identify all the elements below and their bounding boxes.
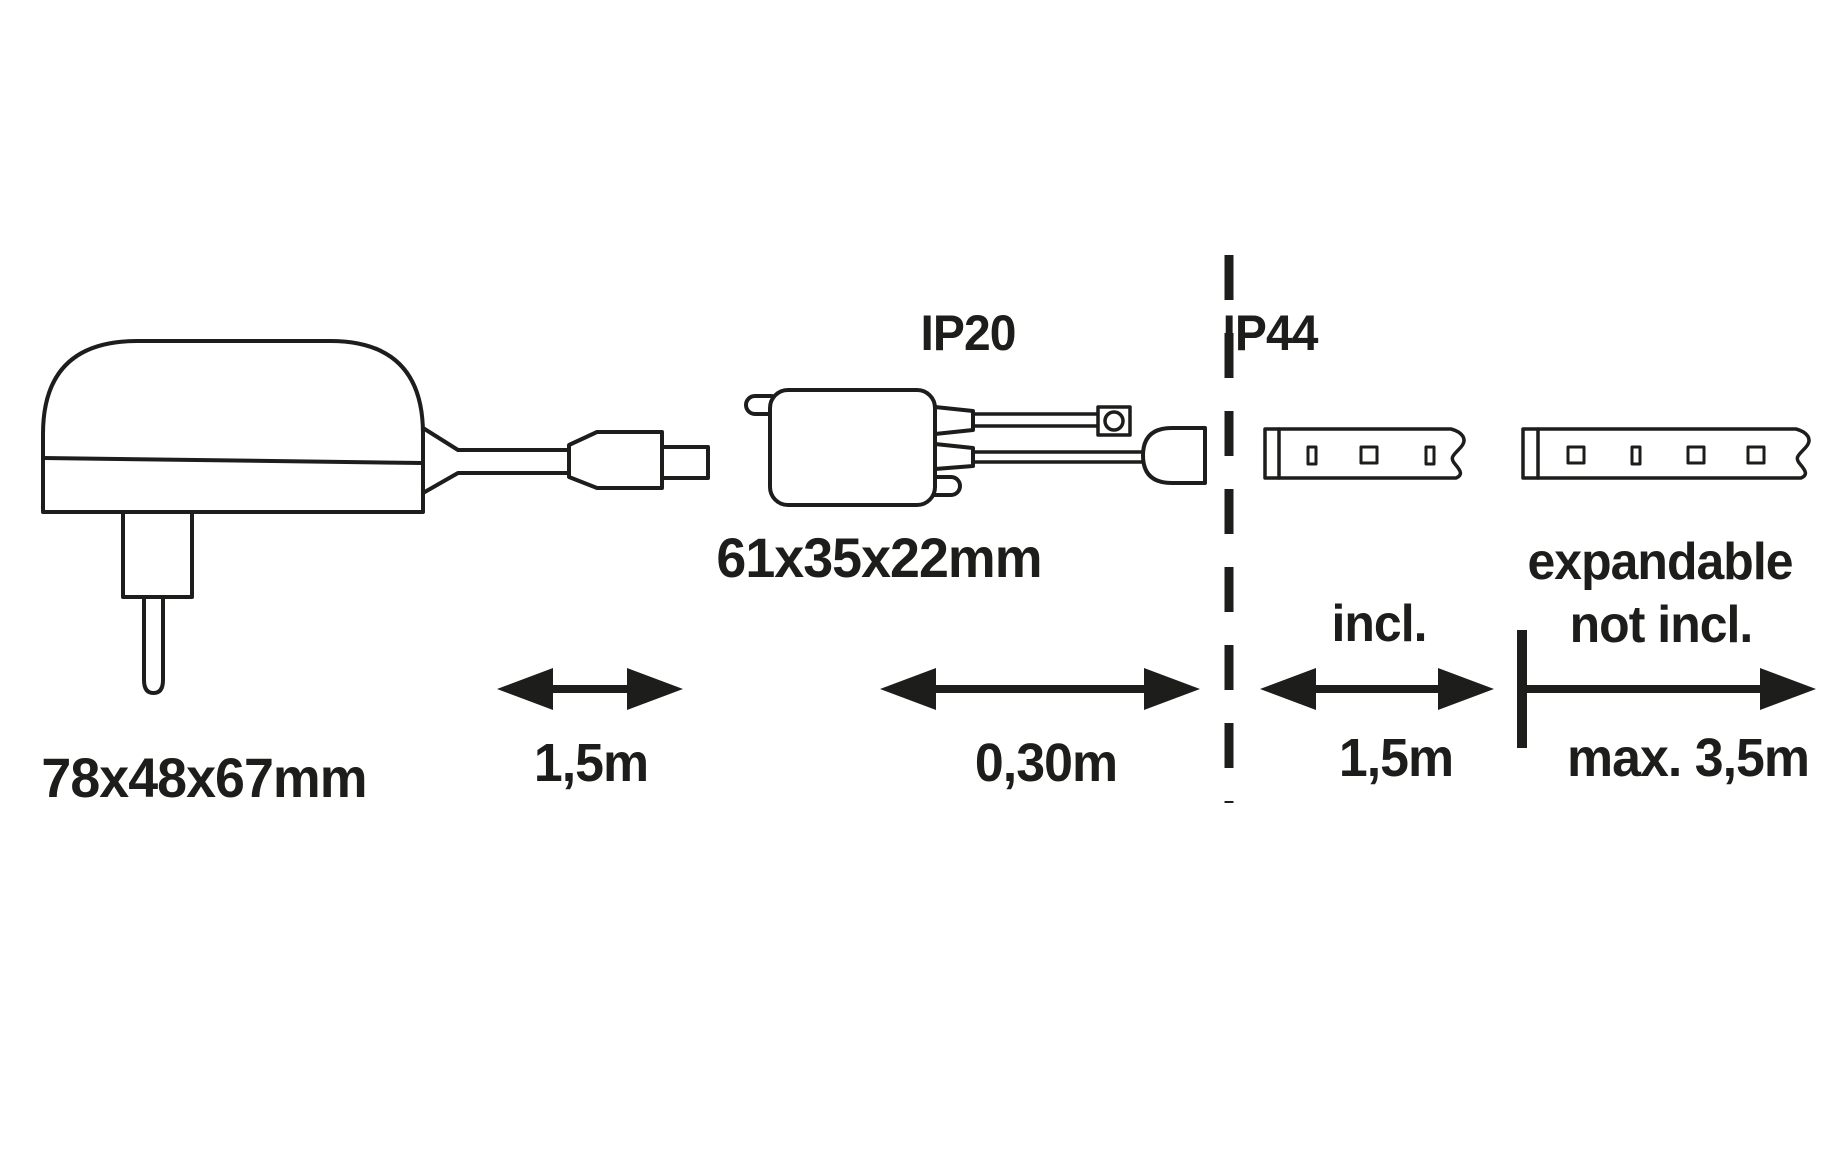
adapter-dimensions-label: 78x48x67mm (41, 746, 367, 809)
arrow-strip-included-length (1260, 668, 1494, 710)
sensor-button (1103, 410, 1125, 432)
strip-included-status-label: incl. (1331, 595, 1427, 653)
cable-connector-tip (660, 445, 710, 480)
output-wire (971, 450, 1148, 464)
mains-cable-length-label: 1,5m (533, 733, 649, 793)
strip2-led-chip (1686, 445, 1706, 465)
arrow-mains-cable-length (497, 668, 683, 710)
controller-outlet-top (933, 405, 975, 436)
strip2-led-chip (1566, 445, 1586, 465)
controller-outlet-bottom (933, 442, 975, 471)
arrow-expansion-stop-bar (1517, 630, 1527, 748)
sensor-wire (971, 412, 1100, 428)
power-adapter-body (41, 339, 425, 514)
strip-expansion-status-line1: expandable (1527, 533, 1793, 591)
strip1-solder-pad (1306, 445, 1318, 466)
led-strip-expansion (1521, 427, 1811, 480)
strip1-led-chip (1359, 445, 1379, 465)
cable-connector-plug (567, 430, 664, 490)
mains-cable (421, 426, 571, 495)
plug-pin (142, 595, 165, 695)
strip-included-length-label: 1,5m (1338, 728, 1454, 788)
arrow-expansion-max-length (1527, 668, 1816, 710)
dc-connector (1141, 426, 1207, 485)
ip44-rating-label: IP44 (1222, 305, 1319, 361)
strip-expansion-status-line2: not incl. (1569, 596, 1754, 654)
strip2-led-chip (1746, 445, 1766, 465)
strip2-solder-pad (1630, 445, 1642, 466)
arrow-output-cable-length (880, 668, 1200, 710)
controller-dimensions-label: 61x35x22mm (716, 526, 1042, 589)
output-cable-length-label: 0,30m (974, 733, 1118, 793)
power-adapter-seam-line (41, 456, 425, 465)
strip1-solder-pad (1424, 445, 1436, 466)
ip20-rating-label: IP20 (920, 305, 1017, 361)
strip-expansion-max-length-label: max. 3,5m (1566, 728, 1810, 788)
plug-pin-base (121, 510, 194, 599)
controller-box (768, 388, 937, 507)
